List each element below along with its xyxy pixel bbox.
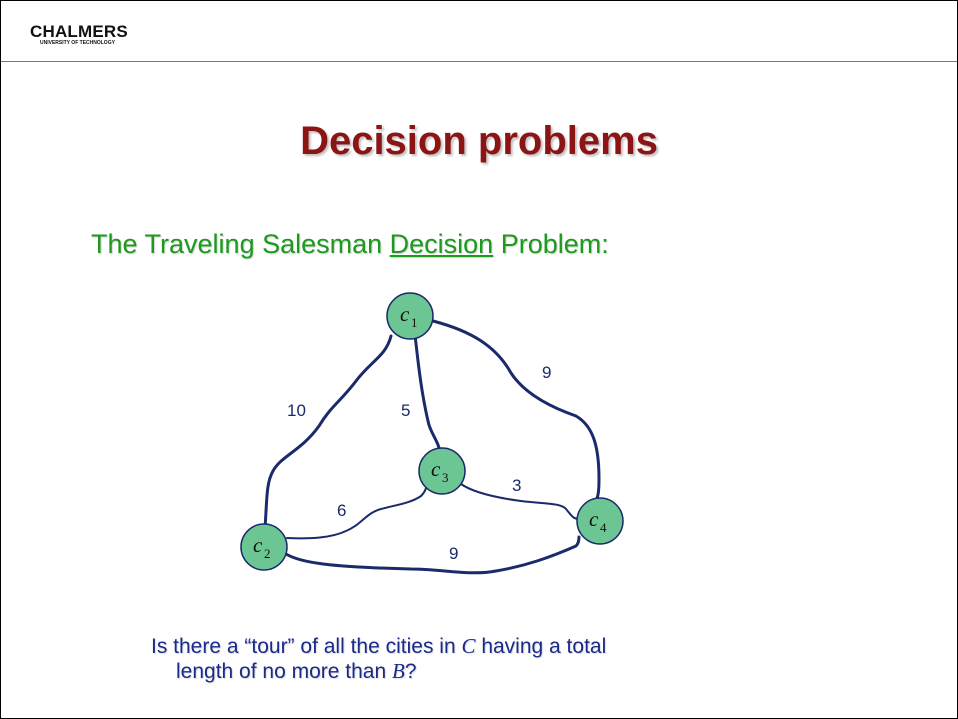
edge-c1-c4 [431, 319, 601, 500]
question-line-2: length of no more than B? [151, 659, 791, 684]
header-divider [1, 61, 957, 62]
node-c4: c 4 [576, 497, 624, 545]
edge-c2-c4 [284, 535, 581, 575]
edge-c2-c3 [286, 482, 428, 540]
node-circle [418, 447, 466, 495]
logo-subtitle: UNIVERSITY OF TECHNOLOGY [40, 40, 115, 46]
node-subscript: 1 [411, 315, 418, 330]
edge-c3-c4 [460, 483, 580, 520]
question-text-part: length of no more than [176, 660, 392, 683]
node-label: c [431, 457, 441, 481]
subtitle-suffix: Problem: [493, 229, 609, 259]
question-text: Is there a “tour” of all the cities in C… [151, 634, 791, 684]
node-circle [386, 292, 434, 340]
node-subscript: 4 [600, 520, 607, 535]
logo-name: CHALMERS [30, 22, 128, 41]
node-subscript: 2 [264, 546, 271, 561]
edge-weight-c1-c3: 5 [401, 401, 410, 420]
chalmers-logo: CHALMERS UNIVERSITY OF TECHNOLOGY [30, 23, 128, 46]
subtitle-prefix: The Traveling Salesman [91, 229, 390, 259]
edge-weight-c1-c4: 9 [542, 363, 551, 382]
subtitle-underlined: Decision [389, 229, 494, 259]
question-text-part: ? [404, 660, 417, 683]
node-c3: c 3 [418, 447, 466, 495]
question-text-part: having a total [475, 635, 607, 658]
edge-weight-c2-c4: 9 [449, 544, 458, 563]
node-c2: c 2 [240, 523, 288, 571]
question-line-1: Is there a “tour” of all the cities in C… [151, 634, 791, 659]
node-label: c [400, 302, 410, 326]
node-c1: c 1 [386, 292, 434, 340]
slide-subtitle: The Traveling Salesman Decision Problem: [91, 229, 609, 260]
edge-weight-c2-c3: 6 [337, 501, 346, 520]
node-label: c [253, 533, 263, 557]
slide-title: Decision problems [300, 119, 658, 163]
edge-c1-c2 [263, 334, 393, 530]
node-circle [576, 497, 624, 545]
variable-b: B [391, 659, 405, 683]
node-circle [240, 523, 288, 571]
edge-weight-c3-c4: 3 [512, 476, 521, 495]
question-text-part: Is there a “tour” of all the cities in [151, 635, 462, 658]
node-label: c [589, 507, 599, 531]
variable-c: C [461, 634, 476, 658]
edge-c1-c3 [413, 333, 443, 458]
edge-weight-c1-c2: 10 [287, 401, 306, 420]
node-subscript: 3 [442, 470, 449, 485]
